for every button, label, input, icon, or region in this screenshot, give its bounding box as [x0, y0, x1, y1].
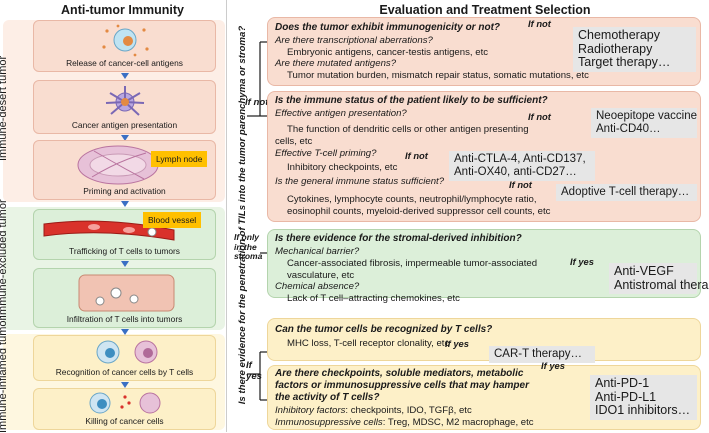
panel2-note2: Inhibitory checkpoints, etc [287, 162, 398, 173]
panel1-item2: Are there mutated antigens? [275, 58, 397, 69]
panel3-note2: Lack of T cell–attracting chemokines, et… [287, 293, 460, 304]
panel5-question1: Are there checkpoints, soluble mediators… [275, 368, 524, 379]
panel3-condition: If yes [570, 256, 594, 267]
infiltration-icon [78, 274, 175, 312]
panel2-item1: Effective antigen presentation? [275, 108, 407, 119]
if-yes-label: If yes [246, 360, 263, 382]
panel3-note1a: Cancer-associated fibrosis, impermeable … [287, 258, 538, 269]
step-priming: Lymph node Priming and activation [33, 140, 216, 200]
panel2-question: Is the immune status of the patient like… [275, 95, 548, 106]
panel1-note2: Tumor mutation burden, mismatch repair s… [287, 70, 589, 81]
panel1-condition: If not [528, 18, 551, 29]
step-killing: Killing of cancer cells [33, 388, 216, 430]
step-infiltration: Infiltration of T cells into tumors [33, 268, 216, 328]
panel5-note1: : checkpoints, IDO, TGFβ, etc [345, 405, 472, 416]
panel5-item2: Immunosuppressive cells [275, 417, 383, 428]
lymph-node-tag: Lymph node [151, 151, 208, 167]
blood-vessel-icon [43, 220, 175, 241]
step-trafficking: Blood vessel Trafficking of T cells to t… [33, 209, 216, 260]
panel2-note1a: The function of dendritic cells or other… [287, 124, 529, 135]
panel5-condition: If yes [541, 360, 565, 371]
if-not-label: If not [245, 97, 269, 108]
flow-arrow [121, 201, 129, 207]
step-label: Killing of cancer cells [85, 416, 164, 426]
left-title: Anti-tumor Immunity [61, 3, 184, 17]
panel2-note3b: eosinophil counts, myeloid-derived suppr… [287, 206, 551, 217]
step-label: Release of cancer-cell antigens [66, 58, 183, 68]
panel2-note1b: cells, etc [275, 136, 313, 147]
step-recognition: Recognition of cancer cells by T cells [33, 335, 216, 381]
panel4-result: CAR-T therapy… [489, 346, 595, 363]
step-label: Priming and activation [83, 186, 166, 196]
panel2-note3a: Cytokines, lymphocyte counts, neutrophil… [287, 194, 537, 205]
killing-icon [89, 392, 161, 414]
panel-recognition [267, 318, 701, 361]
panel3-note1b: vasculature, etc [287, 270, 355, 281]
flow-arrow [121, 329, 129, 335]
panel3-item2: Chemical absence? [275, 281, 360, 292]
flow-arrow [121, 382, 129, 388]
panel4-condition: If yes [445, 338, 469, 349]
panel5-line2: Immunosuppressive cells: Treg, MDSC, M2 … [275, 417, 534, 428]
cancer-cell-icon [102, 24, 149, 57]
panel1-item1: Are there transcriptional aberrations? [275, 35, 433, 46]
panel2-item3: Is the general immune status sufficient? [275, 176, 445, 187]
t-cell-recognition-icon [96, 340, 158, 364]
panel2-condition3: If not [509, 179, 532, 190]
step-label: Cancer antigen presentation [71, 120, 178, 130]
step-label: Recognition of cancer cells by T cells [55, 367, 194, 377]
step-antigen-presentation: Cancer antigen presentation [33, 80, 216, 134]
blood-vessel-tag: Blood vessel [143, 212, 202, 228]
panel2-condition1: If not [528, 111, 551, 122]
right-title: Evaluation and Treatment Selection [379, 3, 591, 17]
panel1-question: Does the tumor exhibit immunogenicity or… [275, 22, 501, 33]
panel1-note1: Embryonic antigens, cancer-testis antige… [287, 47, 489, 58]
step-label: Infiltration of T cells into tumors [66, 314, 183, 324]
lymph-node-icon [77, 145, 159, 185]
panel3-item1: Mechanical barrier? [275, 246, 360, 257]
step-antigen-release: Release of cancer-cell antigens [33, 20, 216, 72]
flow-arrow [121, 261, 129, 267]
panel5-line1: Inhibitory factors: checkpoints, IDO, TG… [275, 405, 472, 416]
panel2-item2: Effective T-cell priming? [275, 148, 377, 159]
panel5-question2: factors or immunosuppressive cells that … [275, 380, 529, 391]
step-label: Trafficking of T cells to tumors [69, 246, 180, 256]
panel5-question3: the activity of T cells? [275, 392, 380, 403]
middle-divider [226, 0, 227, 432]
flow-arrow [121, 73, 129, 79]
panel3-question: Is there evidence for the stromal-derive… [275, 233, 522, 244]
panel4-question: Can the tumor cells be recognized by T c… [275, 324, 493, 335]
panel2-result3: Adoptive T-cell therapy… [556, 184, 697, 201]
panel4-note: MHC loss, T-cell receptor clonality, etc [287, 338, 450, 349]
panel5-note2: : Treg, MDSC, M2 macrophage, etc [382, 417, 534, 428]
panel2-result2: Anti-CTLA-4, Anti-CD137,Anti-OX40, anti-… [449, 151, 595, 181]
panel2-condition2: If not [405, 150, 428, 161]
dendritic-cell-icon [105, 86, 145, 116]
panel5-item1: Inhibitory factors [275, 405, 346, 416]
flow-arrow [121, 135, 129, 141]
